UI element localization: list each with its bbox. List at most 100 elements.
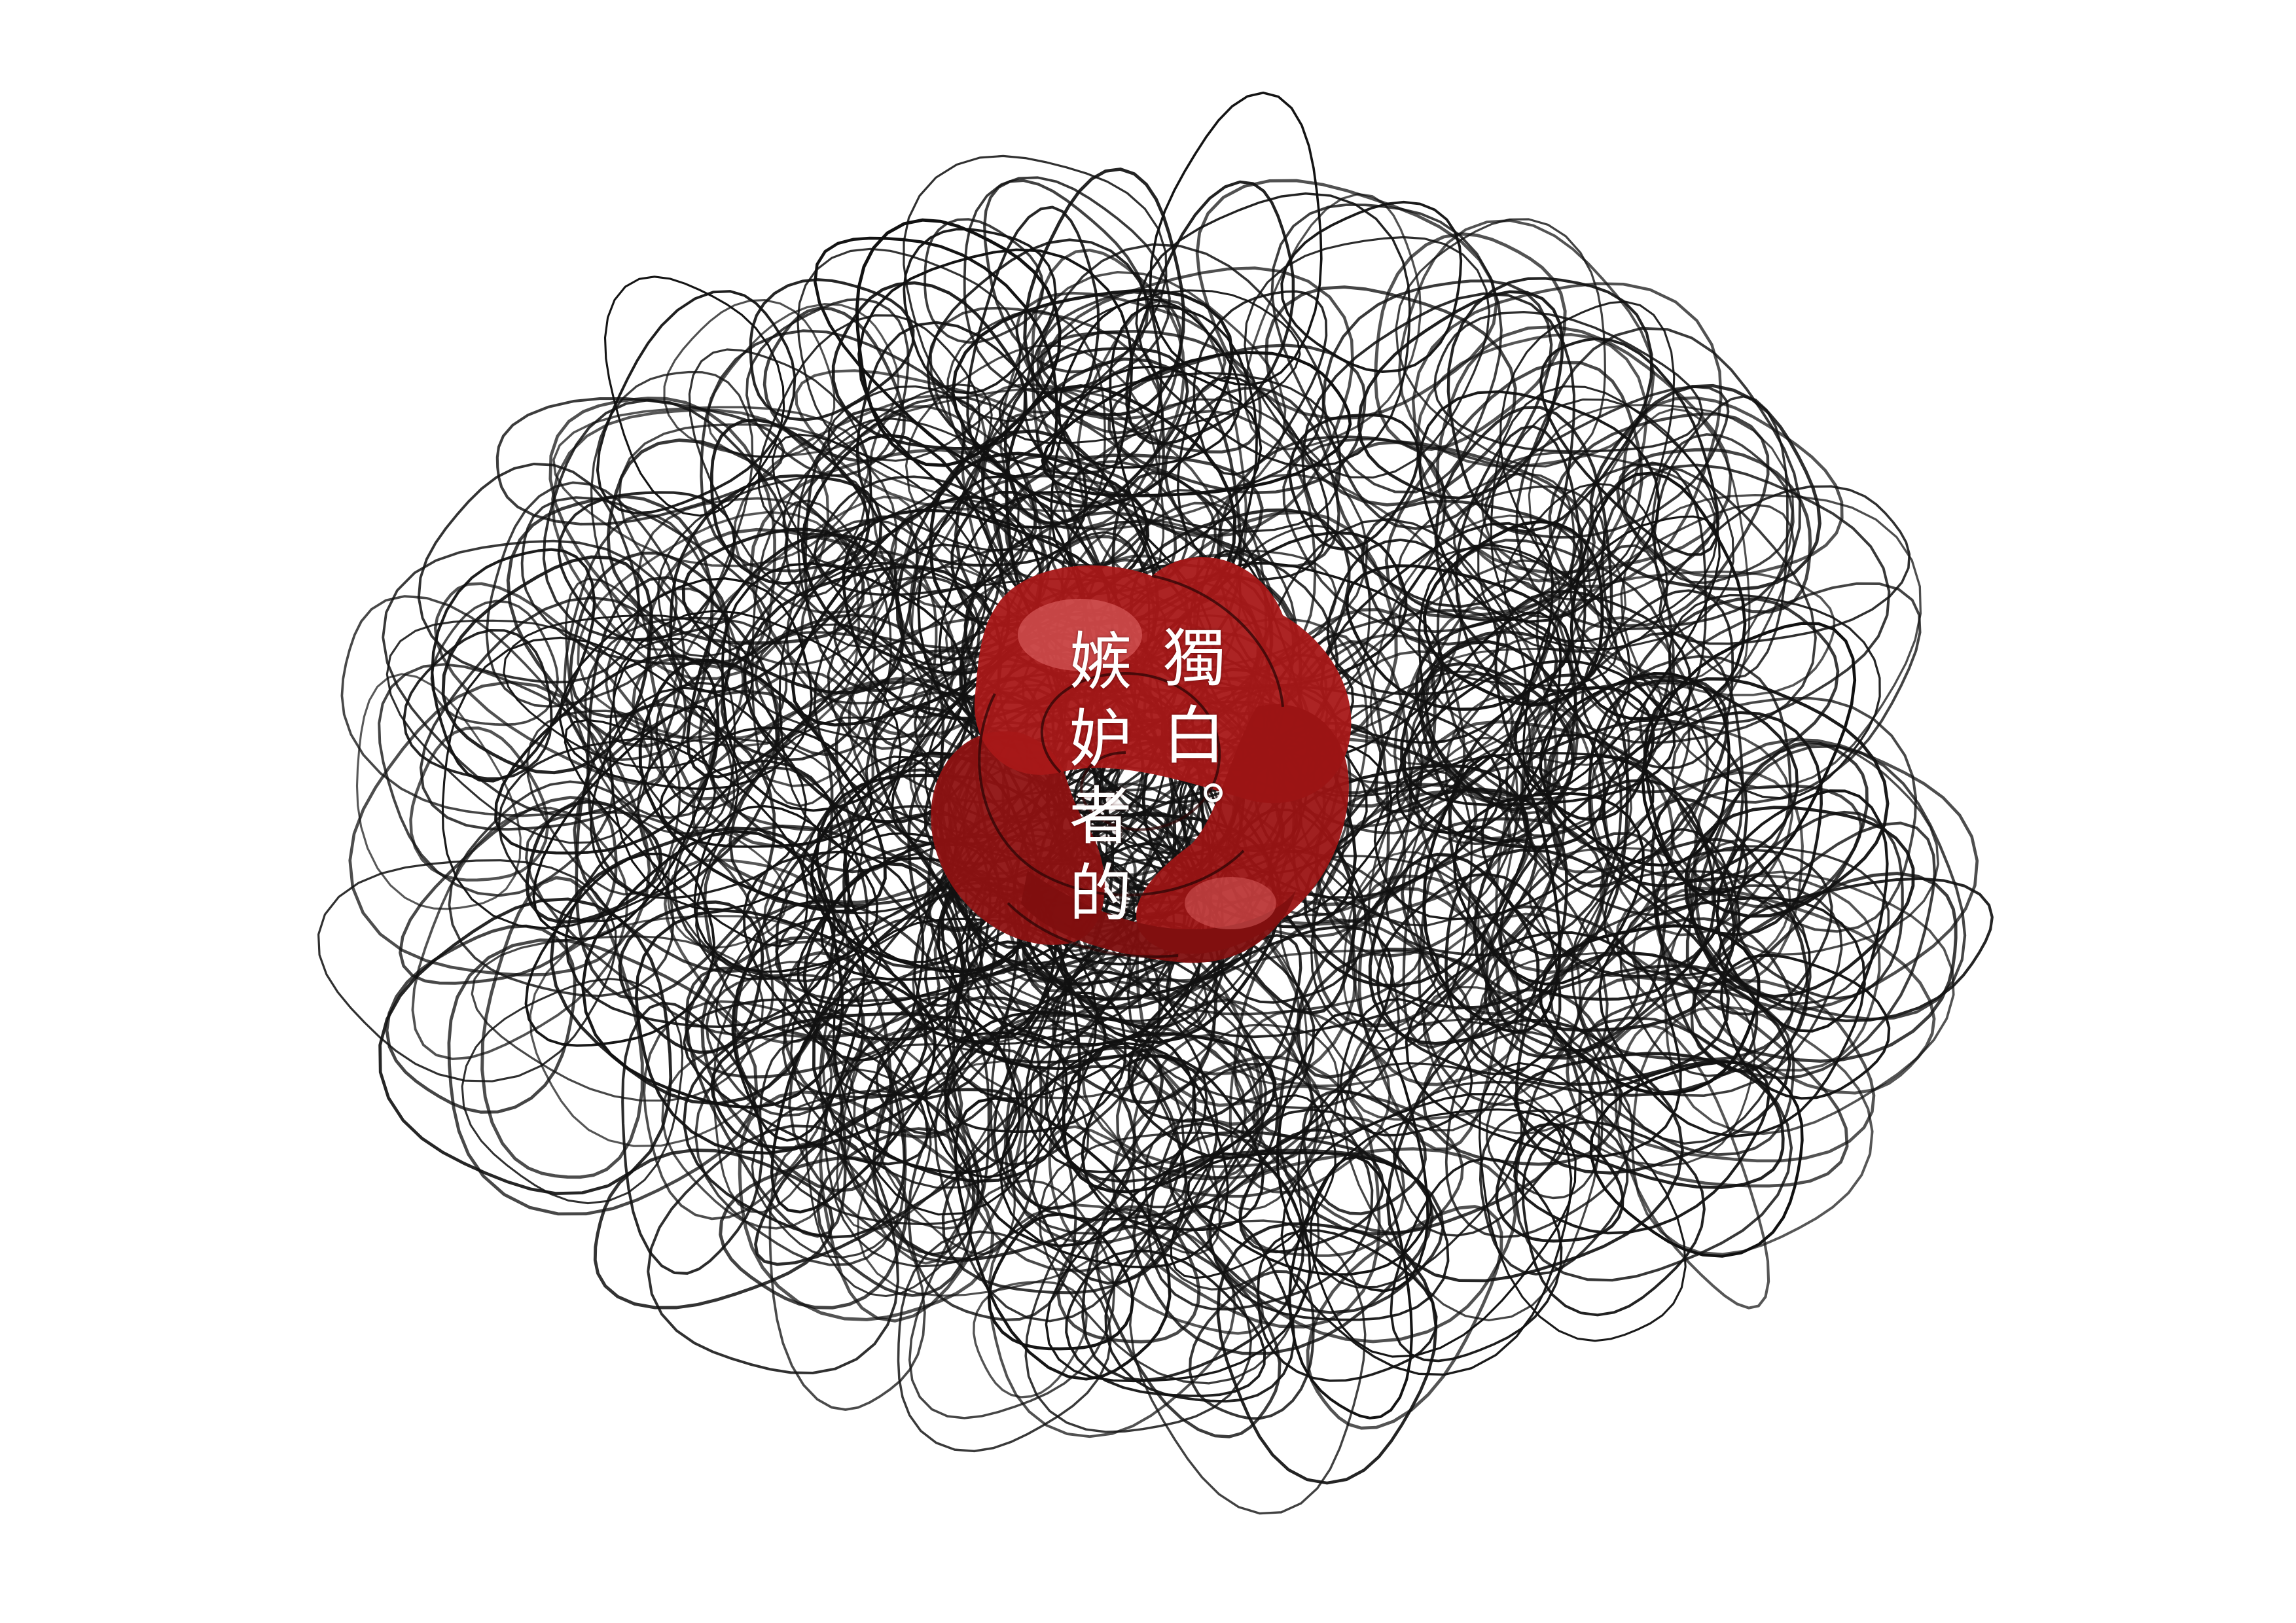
scribble-loop [872, 995, 1136, 1261]
scribble-loop [378, 663, 615, 897]
scribble-loop [1395, 218, 1606, 468]
scribble-loop [1326, 538, 1499, 696]
scribble-loop [1031, 248, 1186, 505]
scribble-loop [857, 1060, 1136, 1297]
scribble-loop [1424, 578, 1579, 815]
scribble-loop [564, 759, 850, 1029]
scribble-loop [694, 1023, 907, 1266]
scribble-loop [751, 499, 893, 808]
scribble-loop [1693, 872, 1958, 1063]
scribble-loop [1373, 751, 1655, 921]
scribble-loop [569, 551, 728, 719]
scribble-loop [941, 1064, 1188, 1294]
scribble-loop [1244, 192, 1422, 451]
scribble-loop [646, 527, 956, 849]
scribble-loop [924, 218, 1045, 344]
scribble-loop [685, 966, 847, 1238]
scribble-loop [1376, 872, 1562, 1076]
scribble-loop [480, 876, 644, 1179]
scribble-loop [1514, 1016, 1793, 1282]
scribble-loop [634, 909, 927, 1155]
scribble-loop [797, 247, 1022, 462]
scribble-loop [1147, 1062, 1374, 1311]
scribble-loop [1038, 1132, 1320, 1385]
scribble-loop [1107, 344, 1367, 495]
scribble-loop [637, 737, 863, 980]
scribble-loop [1720, 954, 1891, 1100]
scribble-loop [1520, 631, 1744, 917]
scribble-loop [1384, 734, 1623, 957]
scribble-loop [1024, 971, 1208, 1173]
scribble-loop [1288, 413, 1420, 551]
scribble-loop [386, 619, 653, 844]
rose-petal-bottom [1021, 870, 1296, 963]
scribble-loop [1310, 768, 1473, 1052]
scribble-loop [1192, 1024, 1340, 1211]
scribble-loop [855, 321, 1088, 567]
scribble-loop [317, 859, 617, 1082]
scribble-loop [876, 1072, 1016, 1255]
scribble-loop [430, 599, 559, 726]
scribble-loop [963, 176, 1171, 395]
scribble-loop [1581, 589, 1734, 770]
scribble-loop [1045, 1152, 1312, 1383]
scribble-loop [1548, 412, 1770, 628]
scribble-loop [1322, 279, 1553, 530]
scribble-loop [1357, 290, 1564, 500]
scribble-loop [855, 218, 1062, 467]
scribble-loop [1401, 817, 1606, 1016]
scribble-loop [1598, 896, 1866, 1138]
scribble-loop [643, 1000, 833, 1221]
scribble-loop [1520, 616, 1709, 874]
scribble-loop [1061, 958, 1314, 1179]
scribble-loop [754, 1088, 1018, 1266]
scribble-loop [1505, 544, 1675, 838]
scribble-loop [1668, 594, 1881, 800]
scribble-loop [1129, 1219, 1367, 1515]
scribble-loop [657, 474, 867, 658]
scribble-loop [816, 1127, 975, 1297]
scribble-loop [1579, 917, 1794, 1061]
scribble-loop [1614, 1024, 1770, 1310]
scribble-loop [1588, 679, 1799, 887]
scribble-loop [1448, 673, 1629, 957]
scribble-loop [721, 562, 967, 812]
scribble-loop [1514, 1052, 1785, 1189]
scribble-loop [1265, 285, 1517, 507]
scribble-loop [584, 616, 788, 819]
scribble-loop [1003, 1019, 1221, 1255]
scribble-loop [1693, 738, 1979, 1011]
scribble-loop [1477, 952, 1756, 1167]
scribble-loop [417, 463, 640, 684]
scribble-loop [686, 533, 898, 779]
scribble-loop [1521, 1120, 1706, 1317]
scribble-loop [795, 369, 1074, 511]
scribble-loop [814, 236, 1058, 478]
scribble-loop [745, 298, 910, 477]
scribble-loop [1058, 297, 1242, 469]
scribble-loop [663, 299, 836, 459]
scribble-loop [908, 1179, 1116, 1419]
title-line-1: 獨白。 [1152, 625, 1225, 857]
rose-highlight-2 [1185, 877, 1276, 929]
scribble-loop [681, 527, 905, 695]
scribble-loop [732, 817, 965, 1111]
scribble-loop [738, 1090, 995, 1321]
scribble-loop [1280, 1093, 1573, 1376]
rose-petal-left [931, 731, 1105, 945]
rose-highlight [1018, 599, 1142, 671]
scribble-loop [1393, 606, 1558, 840]
scribble-loop [1717, 877, 1994, 1022]
scribble-loop [548, 397, 776, 669]
scribble-loop [632, 656, 783, 800]
scribble-loop [1498, 778, 1716, 1001]
rose-petal-right [1136, 704, 1349, 954]
scribble-loop [1252, 1084, 1464, 1234]
scribble-loop [1589, 1060, 1804, 1258]
scribble-loop [998, 289, 1301, 444]
scribble-loop [838, 996, 990, 1256]
scribble-loop [1515, 327, 1801, 631]
scribble-loop [1023, 168, 1185, 417]
scribble-loop [1390, 1157, 1563, 1363]
scribble-loop [1484, 385, 1730, 539]
